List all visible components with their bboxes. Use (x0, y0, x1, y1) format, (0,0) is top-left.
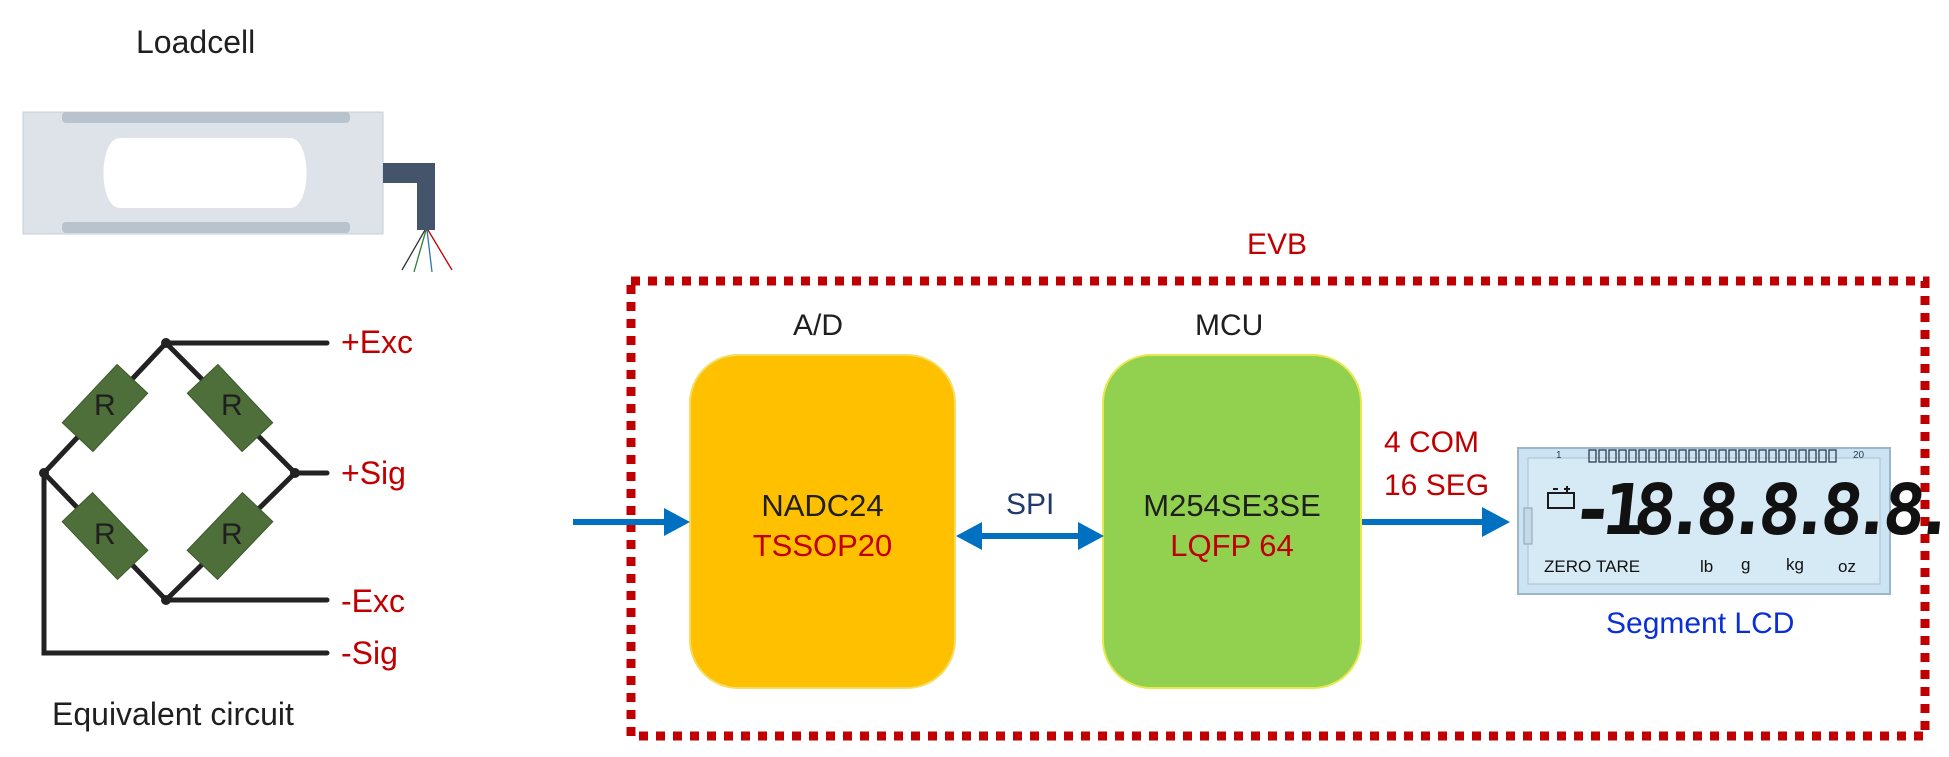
adc-block-text: NADC24 TSSOP20 (690, 486, 955, 576)
adc-heading: A/D (793, 309, 844, 342)
resistor-label-top-left: R (94, 389, 116, 422)
terminal-plus-exc: +Exc (341, 324, 414, 360)
circuit-caption: Equivalent circuit (52, 696, 294, 732)
resistor-bottom-right (186, 491, 274, 581)
lcd-caption: Segment LCD (1606, 607, 1795, 640)
resistor-label-bottom-left: R (94, 518, 116, 551)
bridge-nodes (39, 338, 300, 605)
mcu-block (1102, 354, 1362, 689)
lcd-bar-start: 1 (1556, 450, 1562, 461)
resistor-top-right (186, 363, 274, 453)
adc-part: NADC24 (761, 488, 884, 523)
lcd-indicator-tare: TARE (1596, 557, 1641, 576)
resistor-top-left (61, 363, 149, 453)
segment-lcd (1517, 447, 1891, 595)
battery-icon (1547, 486, 1575, 509)
lcd-bargraph (1588, 449, 1837, 463)
evb-label: EVB (1247, 228, 1308, 261)
resistor-label-bottom-right: R (221, 518, 243, 551)
resistor-label-top-right: R (221, 389, 243, 422)
lcd-indicator-g: g (1741, 555, 1751, 574)
adc-block (689, 354, 956, 689)
lcd-bus-com: 4 COM (1384, 426, 1480, 459)
lcd-indicator-oz: oz (1838, 557, 1856, 576)
input-arrow (573, 508, 690, 536)
terminal-minus-sig: -Sig (341, 635, 398, 671)
loadcell-image (22, 111, 453, 273)
mcu-package: LQFP 64 (1170, 528, 1294, 563)
spi-arrow (956, 522, 1104, 550)
lcd-bus-arrow (1362, 507, 1510, 537)
lcd-indicator-lb: lb (1700, 557, 1714, 576)
evb-boundary (626, 276, 1930, 741)
mcu-heading: MCU (1195, 309, 1264, 342)
mcu-block-text: M254SE3SE LQFP 64 (1103, 486, 1361, 576)
terminal-plus-sig: +Sig (341, 455, 406, 491)
lcd-indicator-kg: kg (1786, 555, 1804, 574)
lcd-digits: -18.8.8.8.8.8. (1567, 469, 1949, 551)
loadcell-title: Loadcell (136, 24, 256, 60)
resistor-bottom-left (61, 491, 149, 581)
lcd-bus-seg: 16 SEG (1384, 469, 1490, 502)
mcu-part: M254SE3SE (1143, 488, 1321, 523)
lcd-bar-end: 20 (1853, 450, 1865, 461)
terminal-minus-exc: -Exc (341, 583, 405, 619)
spi-label: SPI (1006, 488, 1055, 521)
lcd-indicator-zero: ZERO (1544, 557, 1592, 576)
adc-package: TSSOP20 (752, 528, 893, 563)
